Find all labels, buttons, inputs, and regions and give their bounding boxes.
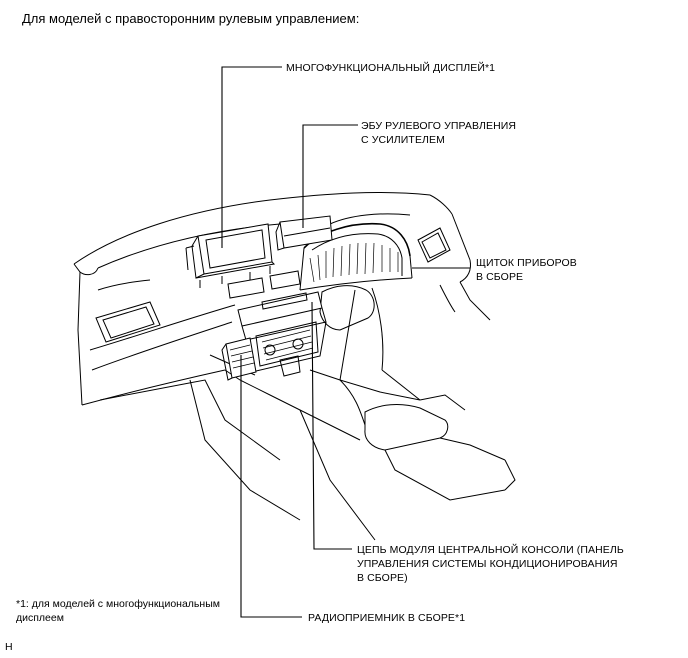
label-radio-receiver: РАДИОПРИЕМНИК В СБОРЕ*1 — [308, 612, 466, 624]
footnote: *1: для моделей с многофункциональным ди… — [16, 598, 220, 624]
diagram-heading: Для моделей с правосторонним рулевым упр… — [22, 11, 360, 26]
label-steering-ecu: ЭБУ РУЛЕВОГО УПРАВЛЕНИЯ С УСИЛИТЕЛЕМ — [361, 120, 517, 146]
leader-multi-display — [221, 66, 282, 248]
label-combination-meter: ЩИТОК ПРИБОРОВ В СБОРЕ — [476, 257, 577, 283]
leader-center-cluster — [311, 301, 352, 550]
corner-mark: H — [5, 641, 13, 653]
leader-radio-receiver — [240, 355, 302, 618]
label-center-cluster: ЦЕПЬ МОДУЛЯ ЦЕНТРАЛЬНОЙ КОНСОЛИ (ПАНЕЛЬ … — [357, 544, 624, 584]
label-multi-display: МНОГОФУНКЦИОНАЛЬНЫЙ ДИСПЛЕЙ*1 — [286, 62, 496, 74]
leader-steering-ecu — [302, 124, 358, 228]
